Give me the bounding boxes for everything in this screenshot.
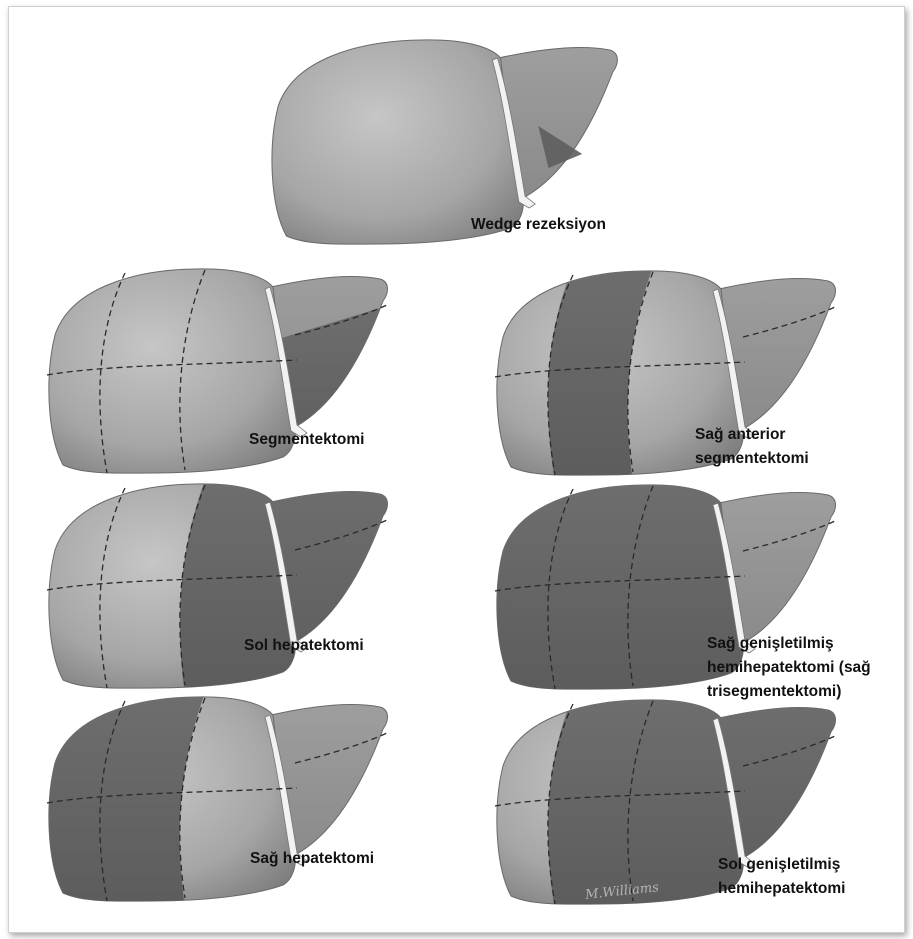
caption-left-hepatectomy: Sol hepatektomi xyxy=(244,634,364,658)
caption-right-anterior-segmentectomy: Sağ anterior segmentektomi xyxy=(695,423,809,471)
liver-left-hepatectomy xyxy=(47,480,395,695)
caption-right-extended-hemihepatectomy: Sağ genişletilmiş hemihepatektomi (sağ t… xyxy=(707,632,871,704)
caption-left-extended-hemihepatectomy: Sol genişletilmiş hemihepatektomi xyxy=(718,853,845,901)
caption-wedge: Wedge rezeksiyon xyxy=(471,213,606,237)
caption-segmentectomy: Segmentektomi xyxy=(249,428,364,452)
liver-right-hepatectomy xyxy=(45,693,388,908)
caption-right-hepatectomy: Sağ hepatektomi xyxy=(250,847,374,871)
